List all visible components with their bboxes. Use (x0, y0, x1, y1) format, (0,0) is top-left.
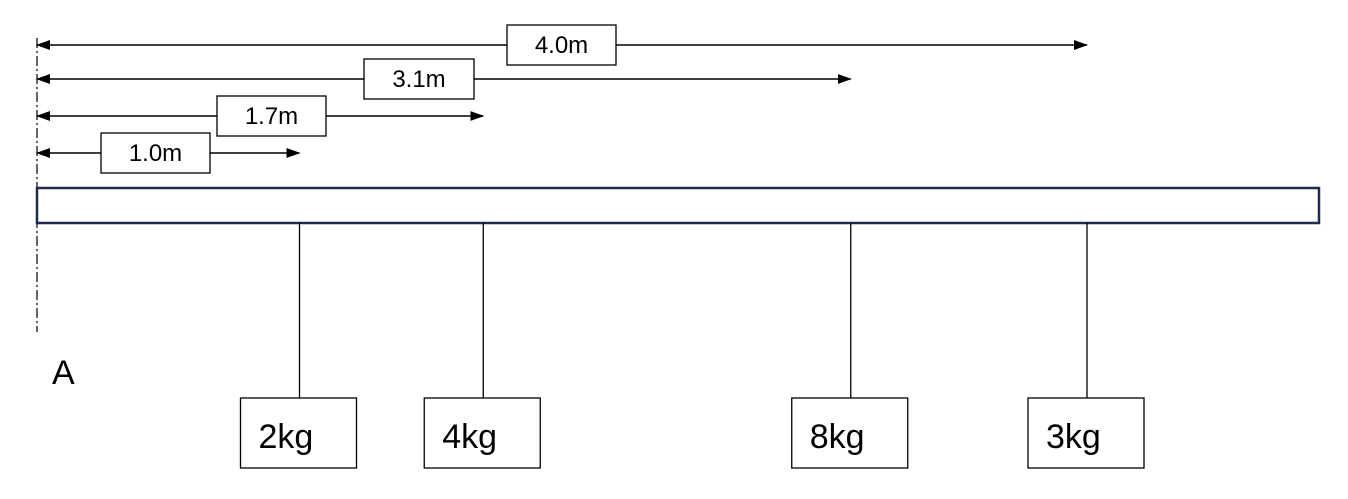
beam (35, 186, 1321, 225)
mass-label: 3kg (1046, 418, 1101, 456)
dimension-label-box (216, 95, 327, 137)
mass-label: 4kg (442, 418, 497, 456)
mass-label: 8kg (810, 418, 865, 456)
dimension-lines: 1.0m 1.7m 3.1m 4.0m (36, 24, 1088, 174)
mass-box (1027, 397, 1145, 469)
hanging-masses: 2kg 4kg 8kg 3kg (239, 223, 1145, 469)
dimension-label: 1.0m (129, 140, 182, 167)
mass-2: 4kg (423, 223, 541, 469)
dimension-label-box (100, 132, 211, 174)
dimension-label: 3.1m (392, 66, 445, 93)
dimension-2: 1.7m (36, 95, 485, 137)
mass-box (239, 397, 358, 469)
dimension-3: 3.1m (36, 58, 852, 100)
dimension-4: 4.0m (36, 24, 1088, 66)
dimension-label: 1.7m (245, 103, 298, 130)
dimension-1: 1.0m (36, 132, 301, 174)
mass-1: 2kg (239, 223, 358, 469)
mass-4: 3kg (1027, 223, 1145, 469)
mass-label: 2kg (259, 418, 314, 456)
mass-3: 8kg (791, 223, 909, 469)
mass-box (423, 397, 541, 469)
point-a-label: A (52, 354, 75, 392)
dimension-label-box (506, 24, 617, 66)
dimension-label-box (363, 58, 475, 100)
mass-box (791, 397, 909, 469)
dimension-label: 4.0m (535, 32, 588, 59)
